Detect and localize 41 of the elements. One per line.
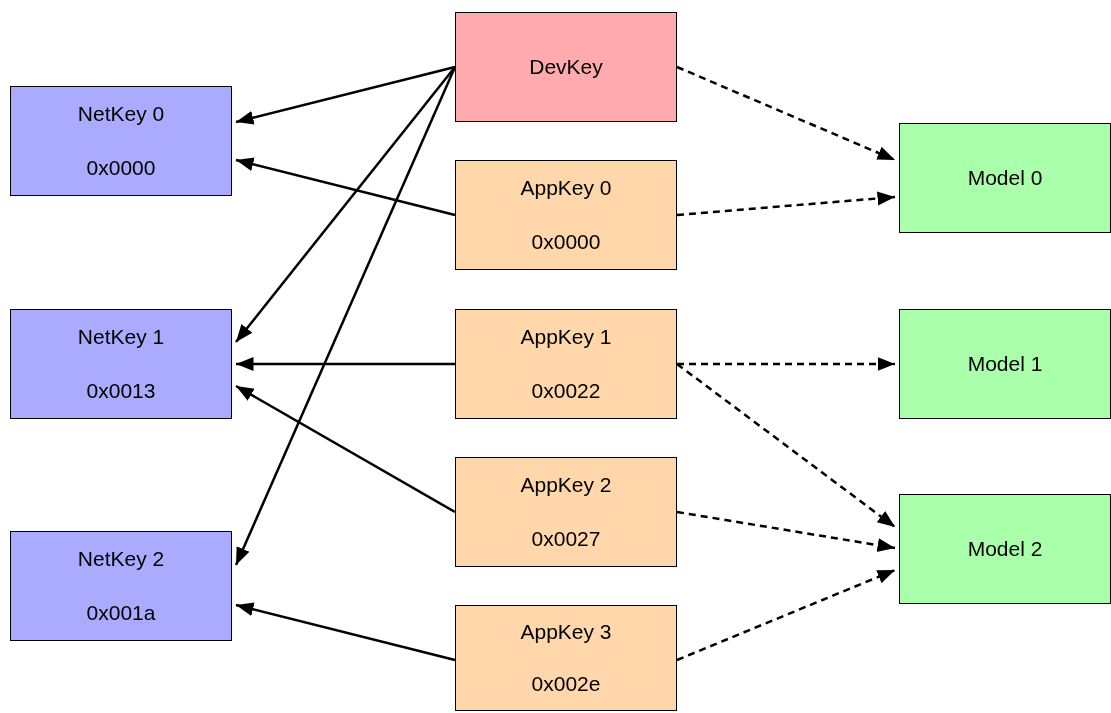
key-name: Model 2 xyxy=(967,537,1043,561)
arrow xyxy=(235,602,456,662)
model-box xyxy=(899,309,1111,419)
key-box xyxy=(455,160,677,270)
arrow xyxy=(676,363,896,528)
key-name: NetKey 2 xyxy=(77,547,165,571)
arrow xyxy=(677,357,895,371)
arrow xyxy=(236,357,455,371)
key-name: Model 1 xyxy=(967,352,1043,376)
key-box xyxy=(10,531,232,641)
key-name: Model 0 xyxy=(967,166,1043,190)
arrow xyxy=(676,568,896,662)
key-box xyxy=(455,309,677,419)
key-index: 0x0022 xyxy=(531,379,601,403)
key-box xyxy=(10,86,232,196)
key-name: AppKey 3 xyxy=(520,620,612,644)
key-name: DevKey xyxy=(529,55,603,79)
key-index: 0x0000 xyxy=(86,156,156,180)
model-box xyxy=(899,123,1111,233)
key-box xyxy=(10,309,232,419)
arrow xyxy=(235,65,456,125)
key-name: AppKey 1 xyxy=(520,325,612,349)
arrow xyxy=(235,66,456,343)
key-index: 0x0027 xyxy=(531,527,601,551)
key-index: 0x0000 xyxy=(531,230,601,254)
key-name: AppKey 2 xyxy=(520,473,612,497)
arrow xyxy=(235,157,456,217)
key-name: NetKey 0 xyxy=(77,102,165,126)
arrow xyxy=(676,65,896,162)
key-box xyxy=(455,12,677,122)
key-name: AppKey 0 xyxy=(520,176,612,200)
key-box xyxy=(455,457,677,567)
key-box xyxy=(455,605,677,711)
arrow xyxy=(235,384,456,514)
key-name: NetKey 1 xyxy=(77,325,165,349)
key-index: 0x001a xyxy=(86,601,156,625)
arrow xyxy=(676,510,896,553)
model-box xyxy=(899,494,1111,604)
key-index: 0x002e xyxy=(531,672,601,696)
arrow xyxy=(676,191,896,217)
key-index: 0x0013 xyxy=(86,379,156,403)
